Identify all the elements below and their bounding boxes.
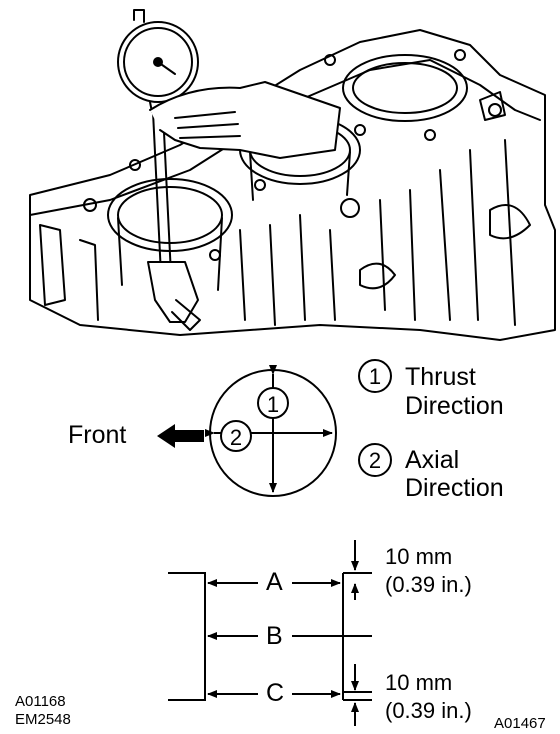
legend-2-line2: Direction	[405, 474, 504, 502]
top-distance-in: (0.39 in.)	[385, 572, 472, 597]
position-label-a: A	[266, 568, 283, 596]
position-label-b: B	[266, 622, 283, 650]
top-distance-mm: 10 mm	[385, 544, 453, 569]
position-label-c: C	[266, 679, 285, 707]
legend-2-number: 2	[369, 448, 381, 473]
figure-code-3: A01467	[494, 715, 546, 732]
front-arrow-icon	[157, 424, 204, 448]
front-label: Front	[68, 421, 127, 449]
dial-bore-gauge-illustration	[117, 9, 341, 331]
bore-cross-section	[157, 365, 337, 497]
figure-code-2: EM2548	[15, 711, 71, 728]
legend-2-circle	[358, 443, 392, 477]
legend-1-line2: Direction	[405, 392, 504, 420]
legend-1-number: 1	[369, 364, 381, 389]
bore-marker-1: 1	[267, 392, 279, 417]
legend-1-circle	[358, 359, 392, 393]
measurement-positions-diagram	[168, 540, 372, 726]
figure-code-1: A01168	[15, 693, 66, 710]
bottom-distance-in: (0.39 in.)	[385, 698, 472, 723]
legend-2-line1: Axial	[405, 446, 460, 474]
engine-block-illustration	[29, 29, 556, 341]
legend-1-line1: Thrust	[405, 363, 476, 391]
bore-marker-2: 2	[230, 425, 242, 450]
bottom-distance-mm: 10 mm	[385, 670, 453, 695]
